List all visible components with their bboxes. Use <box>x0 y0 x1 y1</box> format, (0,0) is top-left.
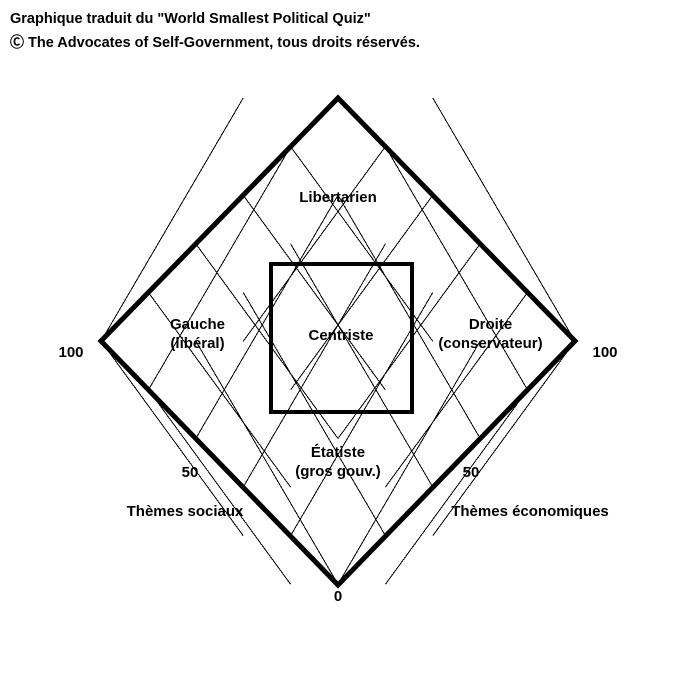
header-copyright-line: Ⓒ The Advocates of Self-Government, tous… <box>10 31 665 55</box>
axis-label-economic: Thèmes économiques <box>451 503 609 520</box>
axis-label-social: Thèmes sociaux <box>126 503 244 520</box>
tick-right-50: 50 <box>462 464 480 481</box>
header: Graphique traduit du "World Smallest Pol… <box>10 8 665 55</box>
tick-left-50: 50 <box>181 464 199 481</box>
centrist-square <box>269 262 414 414</box>
diamond-grid-lines <box>100 97 576 585</box>
diamond-outline <box>97 94 579 589</box>
tick-bottom-0: 0 <box>333 588 343 605</box>
tick-right-100: 100 <box>592 344 618 361</box>
tick-left-100: 100 <box>58 344 84 361</box>
header-copyright-text: The Advocates of Self-Government, tous d… <box>28 35 420 51</box>
copyright-icon: Ⓒ <box>10 34 24 50</box>
header-title-line1: Graphique traduit du "World Smallest Pol… <box>10 11 371 27</box>
